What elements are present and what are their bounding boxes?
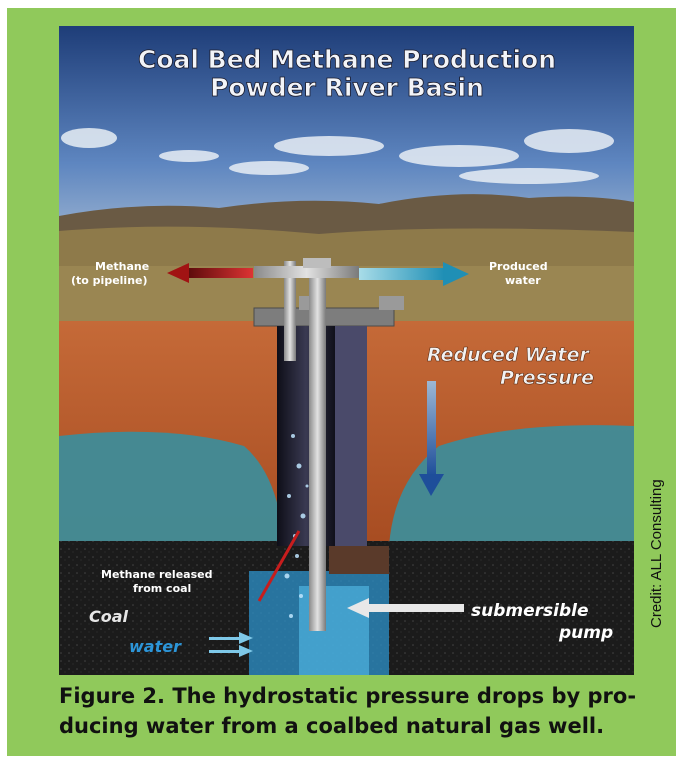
aquifer-right: [389, 425, 634, 546]
methane-arrow: [167, 263, 253, 283]
reduced-pressure-line2: Pressure: [500, 367, 594, 389]
methane-label-line2: (to pipeline): [71, 274, 148, 287]
pump-label-line1: submersible: [471, 601, 589, 621]
coal-label: Coal: [89, 607, 129, 626]
diagram-title-line2: Powder River Basin: [210, 73, 484, 102]
figure-frame: Coal Bed Methane Production Powder River…: [7, 8, 676, 756]
water-inflow-arrows: [209, 632, 253, 657]
caption-line1: Figure 2. The hydrostatic pressure drops…: [59, 684, 637, 708]
cbm-diagram: Coal Bed Methane Production Powder River…: [59, 26, 634, 675]
photo-credit: Credit: ALL Consulting: [648, 479, 665, 628]
caption-line2: ducing water from a coalbed natural gas …: [59, 714, 605, 738]
methane-label-line1: Methane: [95, 260, 149, 273]
released-label-line1: Methane released: [101, 568, 212, 581]
reduced-pressure-line1: Reduced Water: [427, 344, 591, 366]
clouds: [61, 128, 614, 184]
diagram-title-line1: Coal Bed Methane Production: [138, 45, 556, 74]
aquifer-left: [59, 431, 284, 546]
tee-pipe: [254, 266, 359, 278]
well-casing-right: [335, 326, 367, 566]
pump-arrow: [347, 598, 464, 618]
produced-water-arrow: [359, 262, 469, 286]
released-pointer: [257, 530, 301, 602]
pressure-arrow: [419, 381, 444, 496]
released-label-line2: from coal: [133, 582, 191, 595]
produced-label-line1: Produced: [489, 260, 548, 273]
produced-label-line2: water: [505, 274, 541, 287]
methane-bubbles: [284, 434, 309, 618]
figure-caption: Figure 2. The hydrostatic pressure drops…: [59, 681, 659, 741]
water-label: water: [129, 637, 182, 656]
pump-label-line2: pump: [558, 623, 613, 643]
production-tubing: [309, 261, 326, 631]
gas-pipe: [284, 261, 296, 361]
diagram-svg: Coal Bed Methane Production Powder River…: [59, 26, 634, 675]
